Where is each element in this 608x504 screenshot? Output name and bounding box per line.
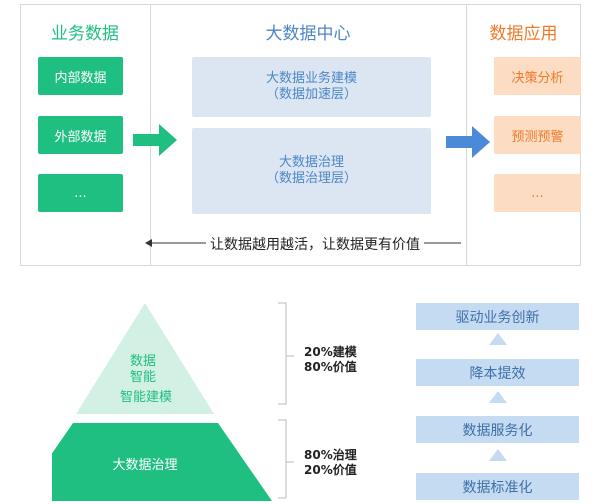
upper-ratio-modeling: 20%建模 [304, 345, 357, 359]
stack-data-as-service: 数据服务化 [416, 416, 579, 443]
data-acceleration-layer-label: （数据加速层） [265, 87, 357, 102]
stack-drive-innovation: 驱动业务创新 [416, 303, 579, 330]
data-modeling-label: 大数据业务建模 [265, 71, 357, 86]
more-business-data-box: ... [38, 174, 123, 212]
arrow-right-blue-icon [446, 126, 490, 158]
decision-analysis-box: 决策分析 [494, 57, 581, 95]
pyramid-bottom-section [52, 423, 272, 501]
data-governance-layer-label: （数据治理层） [265, 171, 357, 186]
arrow-right-green-icon [133, 124, 177, 156]
internal-data-box: 内部数据 [38, 57, 123, 95]
slogan-text: 让数据越用越活，让数据更有价值 [206, 234, 424, 254]
stack-data-standardization: 数据标准化 [416, 473, 579, 500]
stack-cost-efficiency: 降本提效 [416, 359, 579, 386]
stack-arrow-up-icon [489, 391, 507, 403]
divider-right [466, 4, 467, 266]
pyramid-diagram [52, 303, 272, 501]
data-governance-label: 大数据治理 [278, 155, 344, 170]
data-center-title: 大数据中心 [265, 24, 351, 44]
business-data-title: 业务数据 [51, 24, 119, 44]
pyramid-top-section [76, 303, 214, 414]
ratio-brackets [278, 302, 294, 499]
pyramid-top-label-1: 数据 [129, 354, 156, 369]
more-applications-box: ... [494, 174, 581, 212]
pyramid-top-label-2: 智能 [129, 370, 156, 385]
data-modeling-block: 大数据业务建模 （数据加速层） [192, 57, 431, 117]
stack-arrow-up-icon [489, 333, 507, 345]
stack-arrow-up-icon [489, 449, 507, 461]
lower-ratio-value: 20%价值 [304, 463, 357, 477]
lower-ratio-governance: 80%治理 [304, 448, 357, 462]
external-data-box: 外部数据 [38, 116, 123, 154]
data-governance-block: 大数据治理 （数据治理层） [192, 128, 431, 214]
pyramid-top-label-3: 智能建模 [119, 390, 172, 405]
forecast-warning-box: 预测预警 [494, 116, 581, 154]
upper-ratio-value: 80%价值 [304, 360, 357, 374]
pyramid-bottom-label: 大数据治理 [112, 458, 178, 473]
data-application-title: 数据应用 [489, 24, 558, 44]
